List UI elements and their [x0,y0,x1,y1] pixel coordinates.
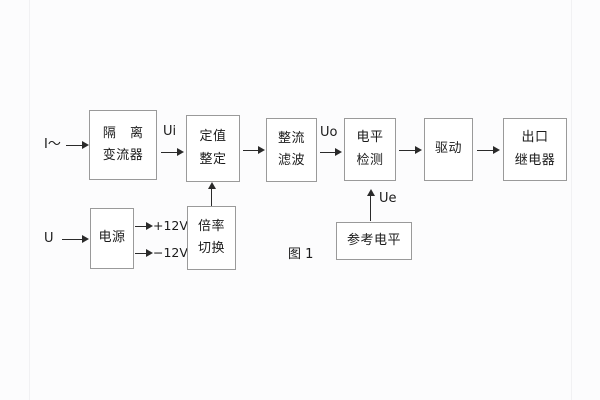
block-rectify-filter: 整流 滤波 [266,118,317,182]
page-edge-rule-left [29,0,30,400]
arrowhead-drive-to-relay [493,146,500,154]
block-reference-level-line1: 参考电平 [346,232,401,248]
signal-label-ui: Ui [163,124,177,139]
arrowhead-level-to-drive [415,146,422,154]
page-edge-rule-right [571,0,572,400]
block-rectify-filter-line1: 整流 [277,130,305,146]
arrowhead-ratio-to-setting [208,182,216,189]
connector-voltage-to-power [62,239,83,240]
arrowhead-power-pos12v [146,222,153,230]
block-ratio-switch-line1: 倍率 [197,218,225,234]
signal-label-pos-supply: +12V [153,218,188,233]
signal-label-uo: Uo [320,125,338,140]
block-setting-value-line2: 整定 [199,151,227,167]
block-level-detect: 电平 检测 [344,118,396,181]
connector-current-to-isolation [66,145,83,146]
block-isolation-ct-line1: 隔 离 [102,125,149,141]
signal-label-neg-supply: −12V [153,245,188,260]
arrowhead-current-to-isolation [82,141,89,149]
block-power-supply-line1: 电源 [98,230,126,246]
block-drive: 驱动 [424,118,473,181]
connector-setting-to-rectify [243,150,259,151]
arrowhead-reference-to-level [367,189,375,196]
block-level-detect-line1: 电平 [356,130,384,146]
signal-label-ue: Ue [379,191,397,206]
arrowhead-voltage-to-power [82,235,89,243]
block-reference-level: 参考电平 [336,222,412,260]
block-drive-line1: 驱动 [434,141,462,157]
arrowhead-rectify-to-level [335,148,342,156]
arrowhead-setting-to-rectify [258,146,265,154]
input-label-current: I～ [44,137,61,152]
connector-level-to-drive [399,150,416,151]
arrowhead-power-neg12v [146,249,153,257]
connector-drive-to-relay [477,150,494,151]
connector-power-pos12v [135,226,148,227]
arrowhead-isolation-to-setting [177,148,184,156]
block-ratio-switch: 倍率 切换 [187,206,236,270]
block-isolation-ct-line2: 变流器 [102,148,144,163]
block-isolation-ct: 隔 离 变流器 [89,110,157,180]
connector-rectify-to-level [320,152,336,153]
connector-ratio-to-setting [211,188,212,206]
connector-reference-to-level [370,195,371,221]
figure-caption: 图 1 [288,247,314,262]
block-setting-value: 定值 整定 [186,115,240,182]
block-power-supply: 电源 [90,208,134,269]
block-setting-value-line1: 定值 [199,129,227,145]
input-label-voltage: U [44,231,54,246]
block-output-relay-line2: 继电器 [514,152,556,168]
block-output-relay-line1: 出口 [521,130,549,146]
connector-isolation-to-setting [161,152,178,153]
block-level-detect-line2: 检测 [356,152,384,168]
connector-power-neg12v [135,253,148,254]
block-ratio-switch-line2: 切换 [197,241,225,256]
block-output-relay: 出口 继电器 [503,118,567,181]
block-rectify-filter-line2: 滤波 [277,153,305,168]
